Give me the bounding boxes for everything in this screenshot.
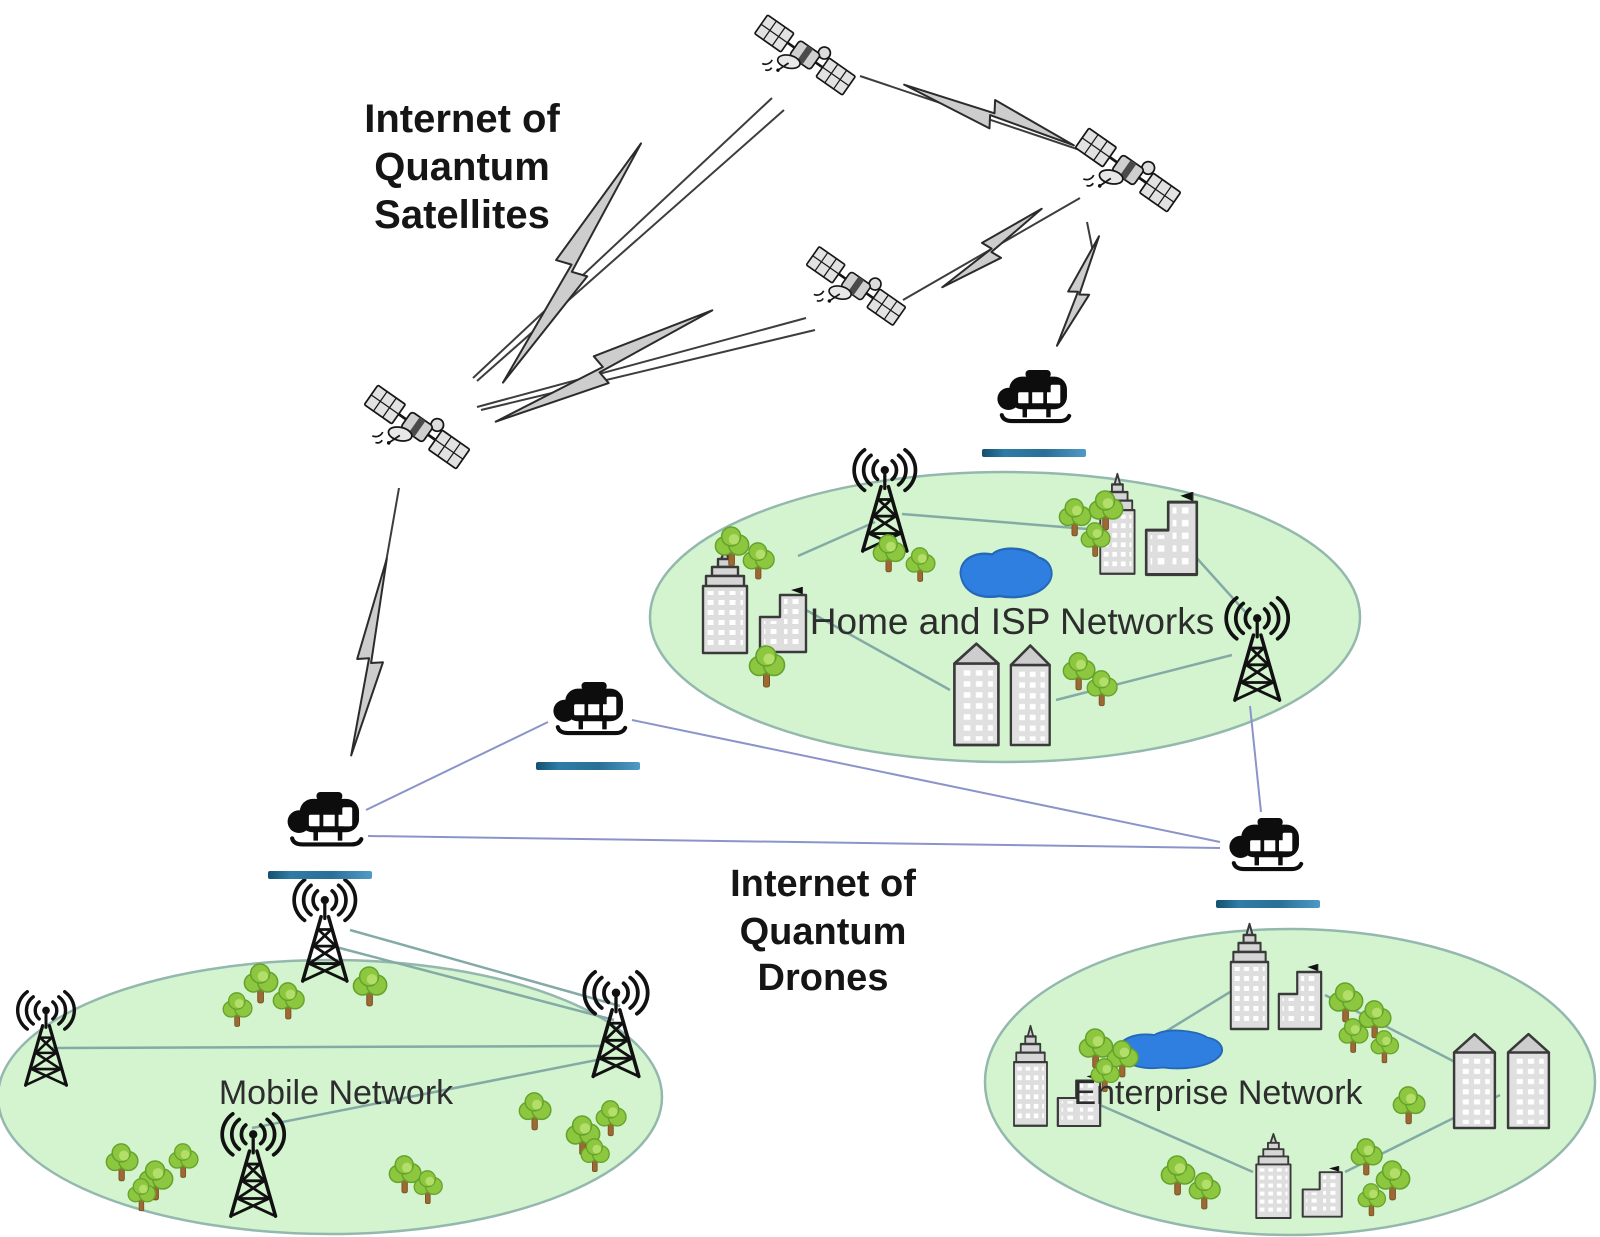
drones-title: Internet of Quantum Drones [730,863,916,999]
quantum-link-bolt-icon [900,83,1078,147]
enterprise-network-content: Enterprise Network [1012,922,1551,1219]
satellite-icon [1059,120,1187,234]
home-isp-network-content: Home and ISP Networks [701,447,1291,747]
drones-title-line1: Internet of [730,863,916,905]
base-station-bar [268,871,372,879]
link-line [1055,653,1233,702]
satellite-icon [791,239,912,346]
drones-title-line2: Quantum [740,911,907,953]
quantum-link-bolt-icon [338,557,400,757]
drone-links [365,705,1262,849]
link-line [251,1056,608,1130]
satellite-beam-line [476,317,807,408]
building-icon [1506,1032,1551,1130]
base-station-bar [536,762,640,770]
link-line [1099,1103,1254,1174]
drones-title-line3: Drones [758,957,889,999]
building-icon [953,642,1000,747]
lake [959,547,1053,599]
base-station-bar [982,449,1086,457]
mobile-network-content: Mobile Network [15,878,650,1219]
satellites-title: Internet of Quantum Satellites [364,97,560,237]
link-line [797,520,876,558]
quantum-link-bolt-icon [494,266,714,466]
satellite-icon [348,377,476,491]
drone-link-line [1249,705,1262,813]
satellites-title-line3: Satellites [374,193,550,237]
helicopter-drone-icon [553,682,625,733]
enterprise-network-ellipse [983,927,1597,1237]
quantum-link-bolt-icon [941,184,1043,312]
satellite-beam-line [480,329,816,411]
satellite-icon [739,7,862,116]
drone-link-line [365,721,549,811]
satellite-beam-line [472,97,773,379]
quantum-satellites [348,7,1187,491]
link-line [901,512,1101,532]
base-station-bar [1216,900,1320,908]
quantum-link-bolt-icon [1056,234,1100,348]
helicopter-drone-icon [288,792,362,844]
building-icon [1009,644,1051,747]
drone-link-line [367,835,1221,849]
link-line [805,608,951,692]
satellite-beam-line [476,109,785,382]
building-icon [1452,1032,1497,1130]
drone-link-line [631,719,1221,843]
helicopter-drone-icon [997,370,1069,421]
link-line [331,944,615,1022]
mobile-network-ellipse [0,958,664,1236]
link-line [349,928,621,1008]
satellites-title-line2: Quantum [374,145,550,189]
satellites-title-line1: Internet of [364,97,560,141]
link-line [51,1044,601,1050]
helicopter-drone-icon [1229,818,1301,869]
enterprise-network-label: Enterprise Network [1073,1074,1363,1112]
home-isp-network-label: Home and ISP Networks [810,601,1214,642]
mobile-network-label: Mobile Network [219,1074,454,1112]
